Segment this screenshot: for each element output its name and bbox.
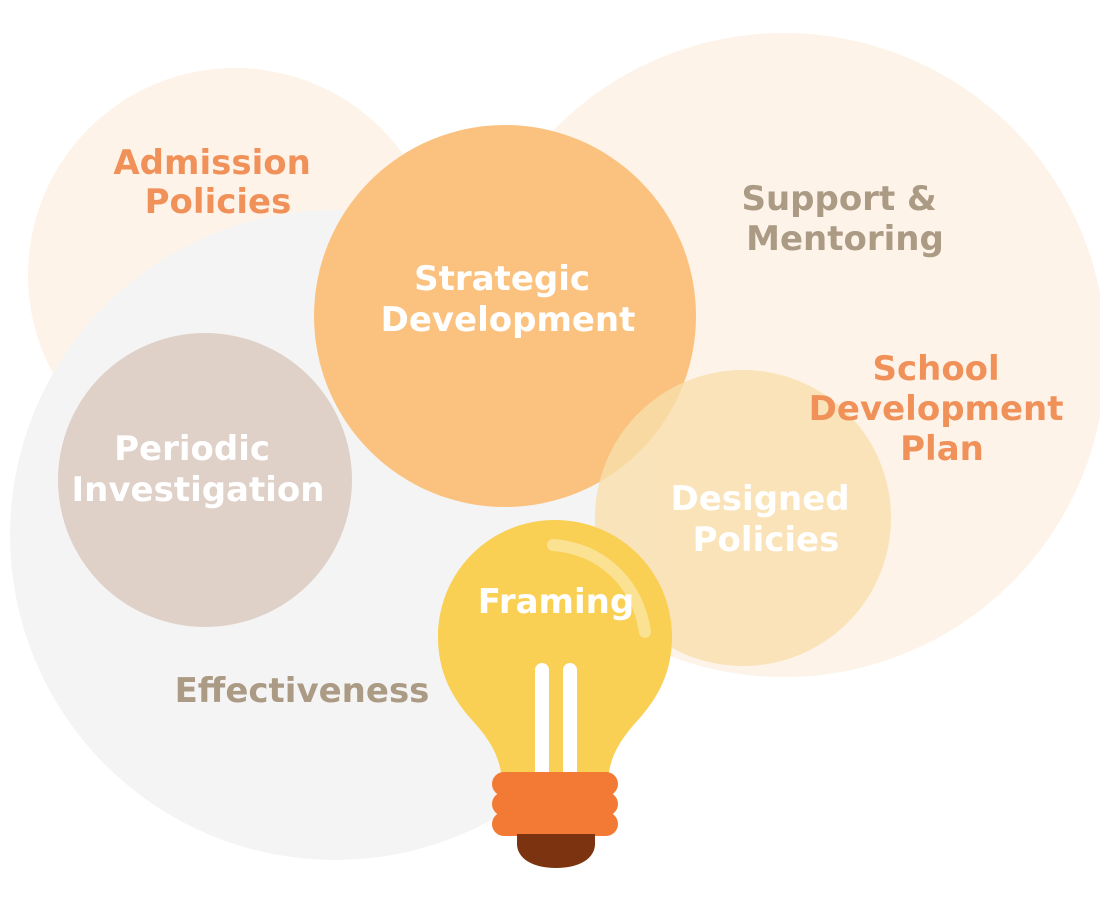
designed-policies-circle: [595, 370, 891, 666]
lightbulb-icon: [438, 520, 672, 868]
bulb-filament-right: [563, 663, 577, 785]
strategic-development-label: Strategic Development: [381, 259, 636, 340]
bulb-base-ring-1: [492, 772, 618, 796]
school-development-plan-label: School Development Plan: [809, 349, 1076, 469]
bulb-tip: [517, 834, 595, 868]
designed-policies-label: Designed Policies: [671, 479, 862, 560]
strategic-development-circle: [314, 125, 696, 507]
effectiveness-label: Effectiveness: [175, 671, 430, 711]
admission-policies-label: Admission Policies: [113, 143, 322, 222]
bulb-base-ring-2: [492, 792, 618, 816]
bulb-base-ring-3: [492, 812, 618, 836]
support-mentoring-label: Support & Mentoring: [741, 179, 948, 259]
periodic-investigation-circle: [58, 333, 352, 627]
framing-label: Framing: [478, 582, 634, 622]
bulb-highlight: [547, 539, 651, 638]
bulb-glass: [438, 520, 672, 780]
bulb-filament-left: [535, 663, 549, 785]
periodic-investigation-label: Periodic Investigation: [72, 429, 325, 510]
